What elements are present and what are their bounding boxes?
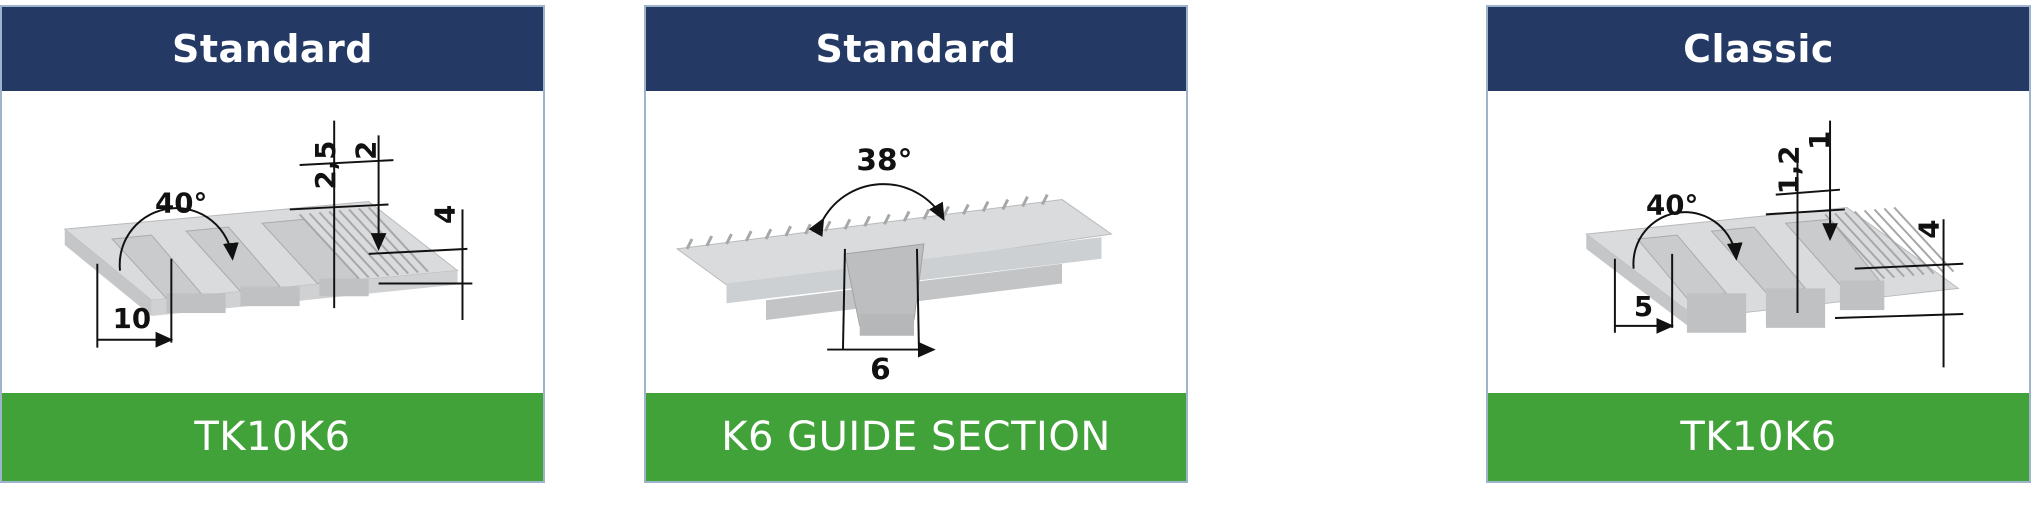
belt-profile-svg: 40° 5 1,2 1 4 xyxy=(1584,120,1964,368)
belt-profile-drawing: 38° 6 xyxy=(646,91,1186,393)
pitch-label: 5 xyxy=(1634,290,1653,323)
tooth-height-label: 1,2 xyxy=(1772,145,1805,194)
thickness-label: 4 xyxy=(429,205,462,224)
pitch-label: 10 xyxy=(113,302,151,335)
height-label: 1 xyxy=(1803,131,1836,150)
belt-profile-svg: 38° 6 xyxy=(675,143,1113,386)
card-header: Standard xyxy=(646,7,1186,91)
belt-profile-drawing: 40° 5 1,2 1 4 xyxy=(1488,91,2029,393)
card-header: Standard xyxy=(2,7,543,91)
thickness-label: 4 xyxy=(1913,220,1946,239)
belt-card-classic-tk10k6: Classic xyxy=(1486,5,2031,483)
card-header-label: Standard xyxy=(815,27,1017,71)
belt-code-label: TK10K6 xyxy=(194,414,351,460)
angle-label: 40° xyxy=(155,186,207,219)
belt-code-label: K6 GUIDE SECTION xyxy=(721,414,1111,460)
card-header: Classic xyxy=(1488,7,2029,91)
card-header-label: Classic xyxy=(1683,27,1834,71)
width-label: 6 xyxy=(870,352,891,386)
card-footer: TK10K6 xyxy=(1488,393,2029,481)
belt-code-label: TK10K6 xyxy=(1680,414,1837,460)
angle-label: 40° xyxy=(1646,188,1698,221)
belt-profile-svg: 40° 10 2,5 2 4 xyxy=(63,120,473,348)
tooth-height-label: 2,5 xyxy=(309,141,342,190)
belt-card-standard-tk10k6: Standard xyxy=(0,5,545,483)
card-footer: K6 GUIDE SECTION xyxy=(646,393,1186,481)
card-footer: TK10K6 xyxy=(2,393,543,481)
card-header-label: Standard xyxy=(171,27,373,71)
belt-profile-drawing: 40° 10 2,5 2 4 xyxy=(2,91,543,393)
belt-card-standard-k6-guide: Standard xyxy=(644,5,1188,483)
angle-label: 38° xyxy=(856,143,912,177)
height-label: 2 xyxy=(350,141,383,160)
